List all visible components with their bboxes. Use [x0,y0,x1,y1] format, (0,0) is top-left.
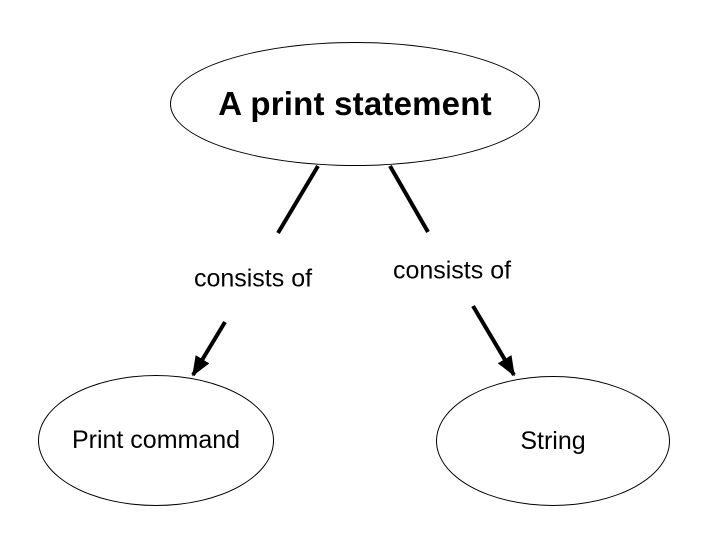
edge-line-right [388,165,430,233]
node-string-label: String [520,426,586,455]
node-print-statement-label: A print statement [218,85,492,122]
node-string: String [436,376,670,506]
node-print-command-label: Print command [71,426,241,454]
edge-arrow-right [471,304,516,377]
node-print-command: Print command [38,375,274,506]
edge-label-consists-of-left: consists of [193,264,313,293]
node-print-statement: A print statement [170,42,540,166]
edge-arrow-left [191,320,227,377]
edge-label-consists-of-right: consists of [392,256,512,285]
edge-line-left [276,164,320,235]
